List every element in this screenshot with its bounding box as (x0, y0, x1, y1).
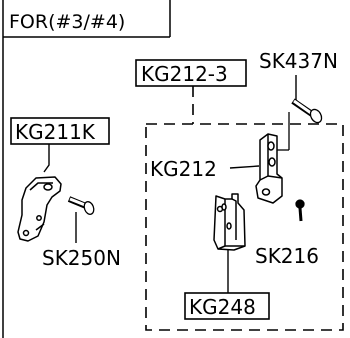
kg212-3-label-box (135, 59, 247, 87)
header-title: FOR(#3/#4) (9, 11, 125, 33)
assembly-dashed-box (145, 123, 344, 331)
sk216-label: SK216 (255, 244, 319, 268)
sk437n-leader (295, 75, 301, 105)
kg211k-leader (43, 144, 50, 173)
sk216-screw-icon (295, 199, 305, 222)
kg212-label: KG212 (150, 157, 217, 181)
sk250n-screw-icon (67, 196, 95, 215)
kg212-bracket-icon (255, 112, 290, 204)
kg211k-bracket-icon (17, 176, 62, 242)
sk437n-screw-icon (291, 98, 323, 124)
kg211k-label: KG211K (15, 120, 96, 144)
kg211k-label-box (10, 117, 110, 145)
kg248-label: KG248 (189, 295, 256, 319)
kg212-3-label: KG212-3 (141, 62, 228, 86)
kg248-label-box (184, 292, 270, 320)
sk437n-label: SK437N (259, 49, 338, 73)
kg212-leader (229, 165, 260, 169)
outer-frame (2, 0, 171, 338)
sk250n-label: SK250N (42, 246, 121, 270)
kg248-bracket-icon (213, 193, 246, 251)
